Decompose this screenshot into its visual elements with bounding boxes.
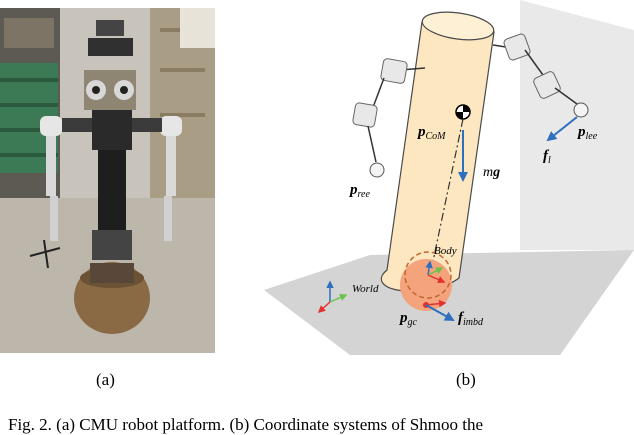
world-axis-y: [329, 293, 348, 303]
label-f-imbd: fimbd: [458, 310, 484, 328]
com-to-ground-line: [427, 118, 464, 286]
body-frame-circle: [404, 251, 452, 299]
body-axis-y: [427, 267, 444, 276]
label-body: Body: [434, 245, 457, 257]
left-arm: [492, 33, 589, 118]
wall-plane: [520, 0, 634, 250]
label-f-l: fl: [543, 148, 551, 166]
ground-force-arrow: [425, 304, 455, 321]
panel-b-label: (b): [456, 370, 476, 389]
panel-a-label: (a): [96, 370, 115, 389]
com-marker: [455, 104, 471, 120]
right-arm: [352, 58, 426, 178]
coordinate-diagram: pCoM mg plee fl pree Body World pgc fimb…: [264, 0, 634, 355]
left-force-arrow: [546, 116, 578, 142]
label-p-ree: pree: [348, 182, 370, 200]
ground-contact-x-axis: [425, 299, 447, 308]
label-p-com: pCoM: [416, 124, 446, 142]
body-axis-x: [427, 274, 446, 284]
body-cylinder: [380, 11, 495, 292]
figure-caption: Fig. 2. (a) CMU robot platform. (b) Coor…: [8, 415, 484, 434]
robot-photo: [0, 8, 215, 353]
label-p-lee: plee: [576, 124, 598, 142]
label-p-gc: pgc: [398, 310, 418, 328]
label-mg: mg: [483, 165, 500, 180]
body-axis-z: [425, 260, 433, 276]
world-axis-x: [317, 301, 331, 314]
floor-plane: [264, 250, 634, 355]
label-world: World: [352, 283, 379, 295]
